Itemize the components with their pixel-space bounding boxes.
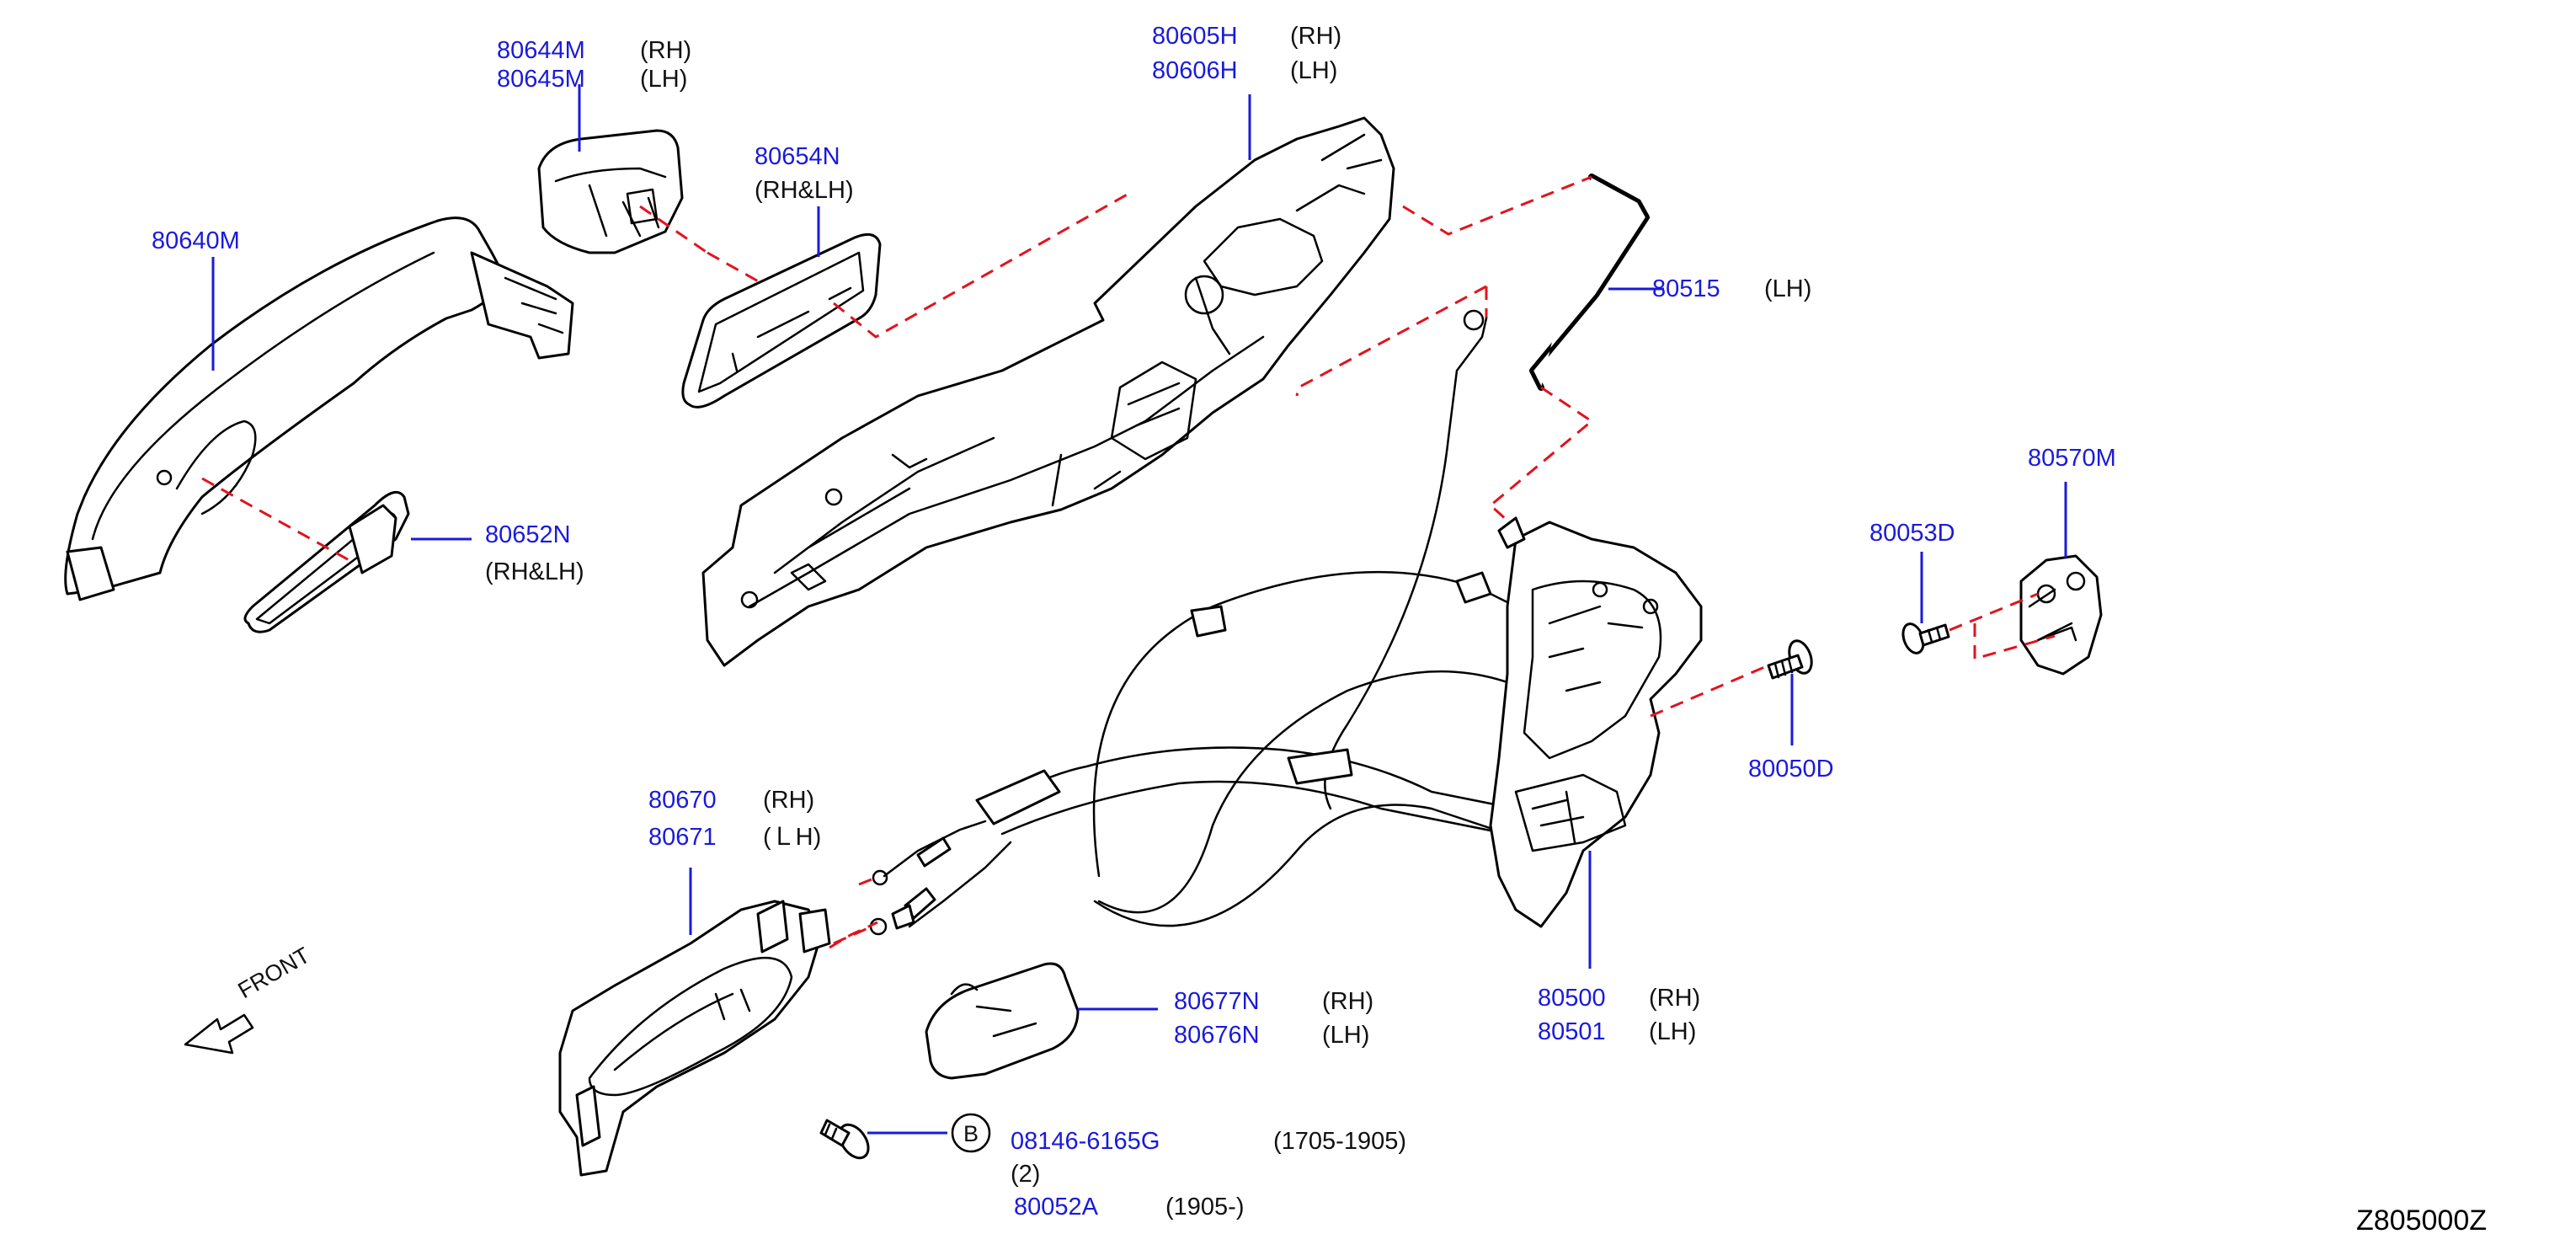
part-number-80676N[interactable]: 80676N	[1174, 1022, 1260, 1049]
side-80676N: (LH)	[1322, 1022, 1370, 1049]
side-80652N: (RH&LH)	[485, 558, 584, 585]
dash-gasket-frame	[833, 192, 1129, 339]
bezel-illustration[interactable]	[925, 962, 1080, 1080]
range-80052A: (1905-)	[1165, 1194, 1245, 1221]
part-number-80606H[interactable]: 80606H	[1152, 57, 1238, 84]
part-number-80570M[interactable]: 80570M	[2028, 445, 2116, 472]
screw-80053D-illustration[interactable]	[1900, 621, 1950, 655]
side-80677N: (RH)	[1322, 988, 1374, 1015]
handle-frame-illustration[interactable]	[701, 116, 1395, 667]
striker-illustration[interactable]	[2019, 554, 2103, 676]
dash-cap-gasket	[639, 205, 708, 254]
part-number-80052A[interactable]: 80052A	[1014, 1194, 1098, 1221]
side-80515: (LH)	[1764, 275, 1812, 302]
cables-illustration	[869, 309, 1568, 936]
diagram-code: Z805000Z	[2356, 1205, 2487, 1237]
dash-rod-lock	[1488, 386, 1594, 522]
dash-cable-inner	[858, 876, 877, 886]
dash-handle-cable	[829, 921, 878, 949]
part-number-80644M[interactable]: 80644M	[497, 37, 585, 64]
side-80671: (ＬH)	[763, 824, 822, 851]
screw-80050D-illustration[interactable]	[1767, 638, 1816, 680]
dash-frame-rod	[1402, 175, 1592, 236]
side-80606H: (LH)	[1290, 57, 1338, 84]
side-80500: (RH)	[1649, 985, 1701, 1012]
outside-handle-illustration[interactable]	[64, 216, 574, 601]
quantity-08146-6165G: (2)	[1011, 1161, 1041, 1188]
dash-cap-gasket-2	[707, 251, 776, 292]
part-number-80654N[interactable]: 80654N	[755, 143, 840, 170]
part-number-80645M[interactable]: 80645M	[497, 66, 585, 93]
dash-striker-box	[1973, 623, 2056, 660]
dash-cable-frame	[1295, 285, 1487, 397]
marker-b-circle	[951, 1113, 991, 1153]
range-08146-6165G: (1705-1905)	[1273, 1128, 1406, 1155]
part-number-08146-6165G[interactable]: 08146-6165G	[1011, 1128, 1160, 1155]
bolt-illustration[interactable]	[819, 1119, 874, 1163]
escutcheon-illustration[interactable]	[243, 490, 410, 633]
side-80644M: (RH)	[640, 37, 692, 64]
part-number-80501[interactable]: 80501	[1538, 1018, 1606, 1045]
door-lock-illustration[interactable]	[1489, 516, 1703, 928]
dash-screw-striker	[1949, 592, 2039, 632]
part-number-80670[interactable]: 80670	[648, 787, 717, 814]
side-80605H: (RH)	[1290, 23, 1342, 50]
part-number-80671[interactable]: 80671	[648, 824, 717, 851]
front-arrow-icon	[184, 1013, 254, 1055]
part-number-80500[interactable]: 80500	[1538, 985, 1606, 1012]
handle-cap-illustration[interactable]	[537, 129, 684, 254]
inside-handle-illustration[interactable]	[558, 900, 831, 1177]
part-number-80652N[interactable]: 80652N	[485, 521, 571, 548]
part-number-80053D[interactable]: 80053D	[1869, 520, 1955, 547]
rod-illustration[interactable]	[1529, 174, 1650, 391]
side-80645M: (LH)	[640, 66, 688, 93]
marker-b-label: B	[963, 1121, 979, 1146]
part-number-80640M[interactable]: 80640M	[152, 227, 240, 254]
gasket-illustration[interactable]	[681, 232, 882, 409]
side-80654N: (RH&LH)	[755, 177, 854, 204]
side-80501: (LH)	[1649, 1018, 1697, 1045]
dash-handle-escutcheon	[201, 477, 355, 564]
part-number-80050D[interactable]: 80050D	[1748, 756, 1834, 783]
part-number-80605H[interactable]: 80605H	[1152, 23, 1238, 50]
part-number-80677N[interactable]: 80677N	[1174, 988, 1260, 1015]
part-number-80515[interactable]: 80515	[1652, 275, 1720, 302]
side-80670: (RH)	[763, 787, 815, 814]
